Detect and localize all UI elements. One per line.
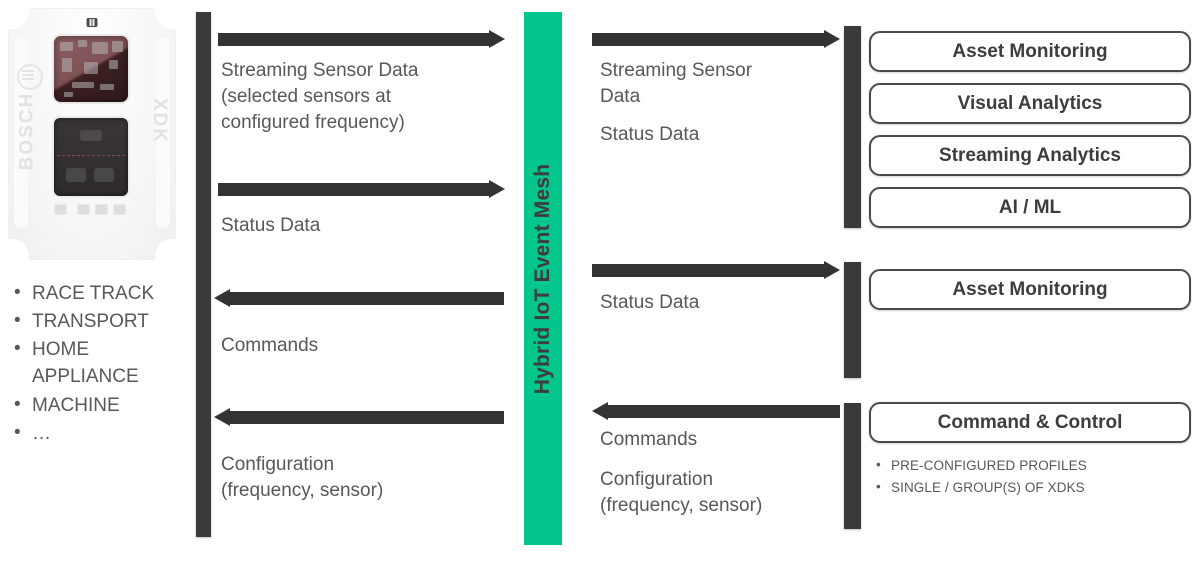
caption-line: Streaming Sensor Data [221,60,419,81]
device-notch-bottom-right [155,239,189,273]
pill-streaming-analytics[interactable]: Streaming Analytics [869,135,1191,176]
arrow-streaming-sensor-data-out [218,30,505,48]
cloud-boundary-bar-top [844,26,861,228]
device-led-indicator [86,18,98,27]
arrow-configuration-in [214,408,504,426]
arrow-status-data-out [218,180,505,198]
caption-line: configured frequency) [221,112,405,134]
caption-line: Status Data [600,124,700,146]
caption-line: Configuration [600,469,714,491]
device-circuit-board [54,36,128,102]
caption-line: (selected sensors at [221,86,392,108]
device-brand-bosch: BOSCH [16,91,38,171]
device-notch-bottom-left [0,239,29,273]
arrow-cloud-status-data [592,261,840,279]
caption-cloud-streaming-sensor-data: Streaming Sensor Data Status Data [600,58,835,149]
cloud-boundary-bar-middle [844,262,861,378]
pill-asset-monitoring-analytics[interactable]: Asset Monitoring [869,31,1191,72]
command-control-bullet-list: PRE-CONFIGURED PROFILES SINGLE / GROUP(S… [872,454,1182,499]
arrow-cloud-commands [592,402,840,420]
caption-configuration: Configuration (frequency, sensor) [221,452,511,504]
caption-status-data: Status Data [221,215,321,236]
device-button-row [54,204,130,216]
bosch-logo-icon [17,64,43,90]
caption-line: Commands [600,429,698,450]
device-button-3 [95,204,108,215]
pill-visual-analytics[interactable]: Visual Analytics [869,83,1191,124]
arrow-commands-in [214,289,504,307]
caption-cloud-status-data: Status Data [600,292,700,313]
arrow-cloud-streaming-sensor-data [592,30,840,48]
caption-line: (frequency, sensor) [221,480,384,502]
pill-asset-monitoring-status[interactable]: Asset Monitoring [869,269,1191,310]
device-button-1 [54,204,67,215]
use-case-list: RACE TRACK TRANSPORT HOME APPLIANCE MACH… [10,279,190,448]
list-item: PRE-CONFIGURED PROFILES [872,454,1182,477]
caption-line: Data [600,86,641,108]
device-boundary-bar [196,12,211,537]
device-grip-right [156,38,170,228]
device-button-2 [77,204,90,215]
hybrid-iot-event-mesh-column: Hybrid IoT Event Mesh [524,12,562,545]
pill-ai-ml[interactable]: AI / ML [869,187,1191,228]
caption-line: Streaming Sensor [600,60,753,81]
device-notch-top-right [155,0,189,29]
mesh-label: Hybrid IoT Event Mesh [531,163,554,394]
device-button-4 [113,204,126,215]
caption-line: (frequency, sensor) [600,495,763,517]
caption-streaming-sensor-data: Streaming Sensor Data (selected sensors … [221,58,511,137]
list-item: TRANSPORT [10,307,190,335]
xdk-device-image: BOSCH XDK [0,0,189,273]
caption-cloud-commands: Commands Configuration (frequency, senso… [600,427,835,520]
caption-commands: Commands [221,335,319,356]
device-battery-compartment [54,118,128,196]
pill-command-and-control[interactable]: Command & Control [869,402,1191,443]
list-item: MACHINE [10,391,190,419]
list-item: RACE TRACK [10,279,190,307]
list-item: SINGLE / GROUP(S) OF XDKS [872,476,1182,499]
device-brand-xdk: XDK [148,97,170,145]
caption-line: Configuration [221,454,335,475]
cloud-boundary-bar-bottom [844,403,861,529]
list-item: HOME APPLIANCE [10,335,190,390]
list-item: … [10,419,190,447]
